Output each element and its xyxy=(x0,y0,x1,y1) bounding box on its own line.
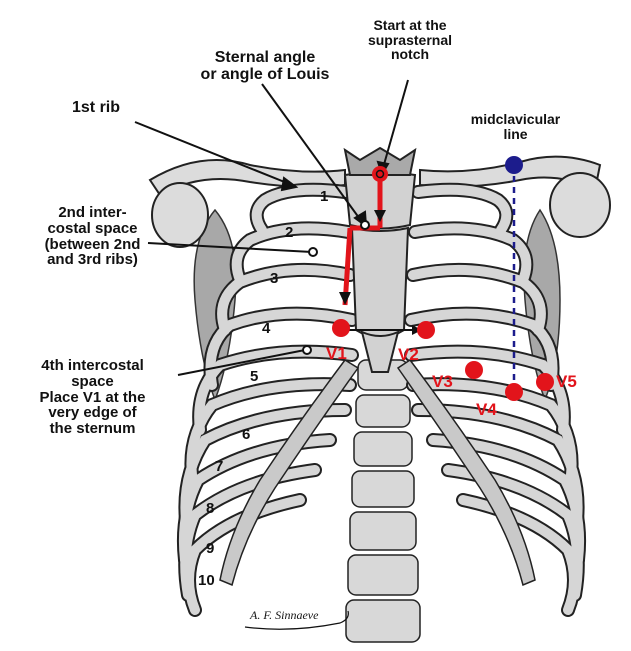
right-rib-3 xyxy=(408,264,546,335)
v5-dot xyxy=(536,373,554,391)
rib-number-3: 3 xyxy=(270,270,279,287)
sternal-angle-line-2: or angle of Louis xyxy=(200,65,330,83)
right-clavicle xyxy=(419,155,602,192)
right-rib-2 xyxy=(410,223,532,285)
rib-number-8: 8 xyxy=(206,500,215,517)
sternal-angle-marker xyxy=(360,220,370,230)
midclavicular-line-2: line xyxy=(503,125,528,142)
right-shoulder xyxy=(549,172,611,238)
rib-number-7: 7 xyxy=(215,458,224,475)
fourth-ics-line-2: space xyxy=(71,372,114,390)
sternal-angle-line-1: Sternal angle xyxy=(214,49,316,66)
midclavicular-dot xyxy=(505,156,523,174)
vertebra xyxy=(355,394,411,428)
left-costal-margin xyxy=(219,359,360,587)
fourth-ics-line-4: very edge of xyxy=(48,404,137,422)
vertebra xyxy=(349,511,417,551)
fourth-ics-line-5: the sternum xyxy=(49,420,136,437)
midclavicular-label: midclavicular line xyxy=(458,112,573,141)
fourth-ics-label: 4th intercostal space Place V1 at the ve… xyxy=(10,358,175,437)
second-ics-line-1: 2nd inter- xyxy=(58,204,127,221)
arrow-down-2 xyxy=(339,292,351,305)
v1-label: V1 xyxy=(326,344,347,363)
vertebra xyxy=(345,599,421,643)
v3-label: V3 xyxy=(432,372,453,391)
left-shoulder xyxy=(151,182,209,248)
rib-number-5: 5 xyxy=(250,368,259,385)
vertebra xyxy=(351,470,415,508)
rib-number-4: 4 xyxy=(262,320,271,337)
v5-label: V5 xyxy=(556,372,577,391)
second-ics-marker xyxy=(308,247,318,257)
start-leader xyxy=(382,79,409,169)
rib-number-10: 10 xyxy=(198,572,215,589)
start-line-2: suprasternal xyxy=(367,31,453,48)
right-rib-8 xyxy=(428,435,585,565)
arrow-down-1 xyxy=(374,210,386,222)
left-rib-5 xyxy=(194,346,357,435)
second-ics-line-4: and 3rd ribs) xyxy=(47,251,138,269)
suprasternal-notch-marker xyxy=(372,166,388,182)
v1-dot xyxy=(332,319,350,337)
xiphoid xyxy=(360,330,400,373)
fourth-ics-leader xyxy=(177,349,306,376)
rib-number-6: 6 xyxy=(242,426,251,443)
midclavicular-line-1: midclavicular xyxy=(470,111,561,127)
left-rib-2 xyxy=(231,223,353,285)
rib-number-9: 9 xyxy=(206,540,215,557)
right-rib-5 xyxy=(406,346,569,435)
start-line-1: Start at the xyxy=(373,17,447,33)
left-rib-10 xyxy=(184,495,305,615)
right-rib-6 xyxy=(408,379,577,480)
right-rib-4 xyxy=(406,308,558,390)
sternum-body xyxy=(350,226,410,339)
vertebra xyxy=(347,554,419,596)
rib-number-1: 1 xyxy=(320,188,329,205)
v3-dot xyxy=(465,361,483,379)
left-rib-6 xyxy=(186,379,355,480)
sternal-angle-leader xyxy=(261,83,363,223)
fourth-ics-marker xyxy=(302,345,312,355)
artist-signature: A. F. Sinnaeve xyxy=(250,608,319,622)
first-rib-leader xyxy=(134,121,293,186)
rib-number-2: 2 xyxy=(285,224,294,241)
right-rib-7 xyxy=(413,405,583,525)
v4-dot xyxy=(505,383,523,401)
left-rib-3 xyxy=(217,264,355,335)
signature-underline xyxy=(244,610,349,630)
first-rib-label: 1st rib xyxy=(72,99,121,116)
left-rib-4 xyxy=(205,308,357,390)
second-ics-leader xyxy=(147,242,313,253)
v4-label: V4 xyxy=(476,400,497,419)
v2-dot xyxy=(417,321,435,339)
left-rib-7 xyxy=(180,405,350,525)
fourth-ics-line-1: 4th intercostal xyxy=(41,357,144,374)
left-rib-1 xyxy=(251,184,350,235)
second-ics-label: 2nd inter- costal space (between 2nd and… xyxy=(30,205,155,268)
fourth-ics-line-3: Place V1 at the xyxy=(39,388,146,406)
start-line-3: notch xyxy=(390,46,430,63)
right-rib-1 xyxy=(413,184,512,235)
second-ics-line-2: costal space xyxy=(47,219,138,237)
sternal-angle-label: Sternal angle or angle of Louis xyxy=(170,49,360,84)
second-ics-line-3: (between 2nd xyxy=(44,235,141,253)
start-label: Start at the suprasternal notch xyxy=(360,18,460,62)
v2-label: V2 xyxy=(398,345,419,364)
vertebra xyxy=(353,431,413,467)
right-costal-margin xyxy=(396,358,536,587)
